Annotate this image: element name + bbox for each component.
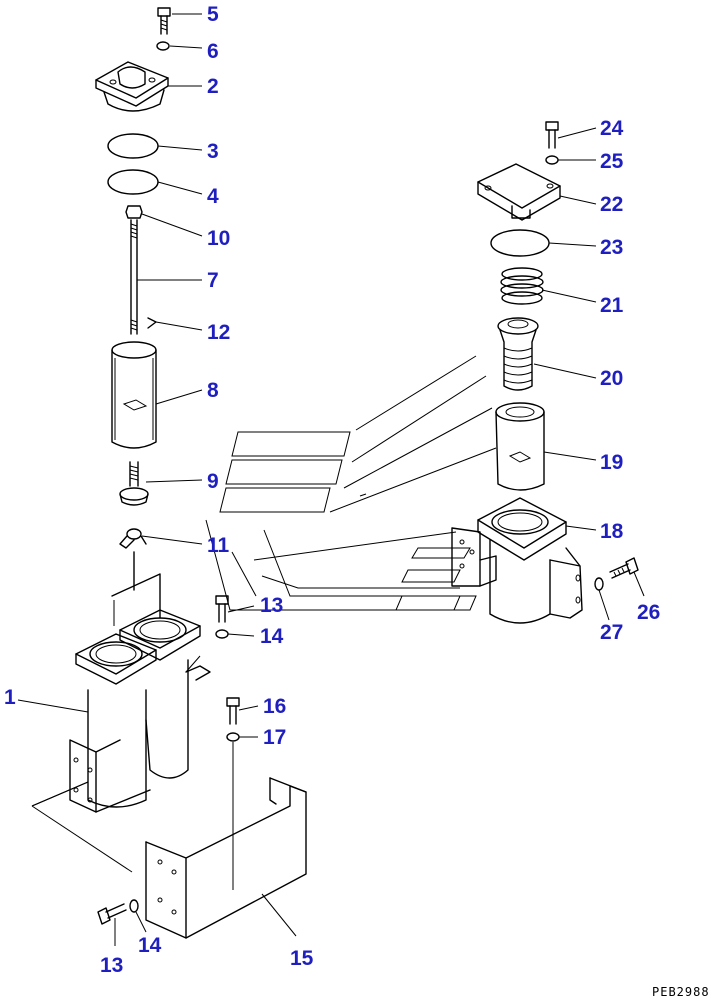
bolt-part-13-upper: [215, 595, 229, 623]
filter-element-part-8: [111, 341, 157, 449]
stud-part-9: [119, 461, 149, 506]
valve-part-11: [119, 528, 147, 549]
callout-19: 19: [600, 451, 623, 474]
callout-12: 12: [207, 321, 230, 344]
machine-frame-phantom: [205, 355, 497, 611]
diagram-code: PEB2988: [652, 985, 710, 999]
o-ring-part-23: [490, 229, 550, 257]
callout-26: 26: [637, 601, 660, 624]
callout-1: 1: [4, 686, 16, 709]
callout-7: 7: [207, 269, 219, 292]
washer-part-27: [594, 577, 604, 591]
bolt-part-13-lower: [97, 903, 127, 925]
filter-housing-part-18: [451, 497, 583, 624]
filter-element-part-19: [495, 402, 545, 491]
callout-18: 18: [600, 520, 624, 543]
cover-part-2: [95, 61, 169, 112]
o-ring-part-4: [107, 169, 159, 195]
callout-20: 20: [600, 367, 623, 390]
callout-16: 16: [263, 695, 286, 718]
bracket-part-15: [145, 777, 307, 939]
rod-part-7: [130, 219, 138, 335]
leader-lines: [17, 13, 645, 946]
washer-part-6: [156, 41, 170, 51]
callout-6: 6: [207, 40, 219, 63]
callout-13-lower: 13: [100, 954, 123, 977]
phantom-outline-left: [31, 600, 201, 807]
callout-14-upper: 14: [260, 625, 284, 648]
callout-27: 27: [600, 621, 623, 644]
pin-part-12: [147, 317, 157, 329]
callout-24: 24: [600, 117, 624, 140]
filter-body-part-1: [31, 551, 211, 873]
callout-17: 17: [263, 726, 286, 749]
callout-23: 23: [600, 236, 623, 259]
cover-plate-part-22: [477, 163, 561, 221]
callout-21: 21: [600, 294, 624, 317]
washer-part-14-lower: [129, 899, 139, 913]
bolt-part-16: [226, 697, 240, 725]
bolt-part-26: [609, 557, 639, 579]
washer-part-14-upper: [215, 629, 229, 639]
callout-10: 10: [207, 227, 230, 250]
washer-part-17: [226, 732, 240, 742]
callout-2: 2: [207, 75, 219, 98]
spring-part-21: [500, 267, 544, 305]
callout-13-upper: 13: [260, 594, 283, 617]
o-ring-part-3: [107, 133, 159, 159]
bolt-part-5: [157, 7, 171, 35]
callout-labels: 5 6 2 3 4 10 7 12 8 9 11 13 14 1 16 17 1…: [4, 3, 660, 977]
callout-25: 25: [600, 150, 624, 173]
callout-5: 5: [207, 3, 219, 26]
callout-9: 9: [207, 470, 219, 493]
callout-8: 8: [207, 379, 219, 402]
callout-14-lower: 14: [138, 934, 162, 957]
valve-part-20: [497, 317, 539, 391]
callout-3: 3: [207, 140, 219, 163]
nut-part-10: [125, 205, 143, 219]
callout-11: 11: [207, 534, 230, 557]
washer-part-25: [545, 155, 559, 165]
callout-22: 22: [600, 193, 623, 216]
right-filter-assembly: [451, 121, 639, 624]
callout-15: 15: [290, 947, 314, 970]
callout-4: 4: [207, 185, 219, 208]
bolt-part-24: [545, 121, 559, 149]
